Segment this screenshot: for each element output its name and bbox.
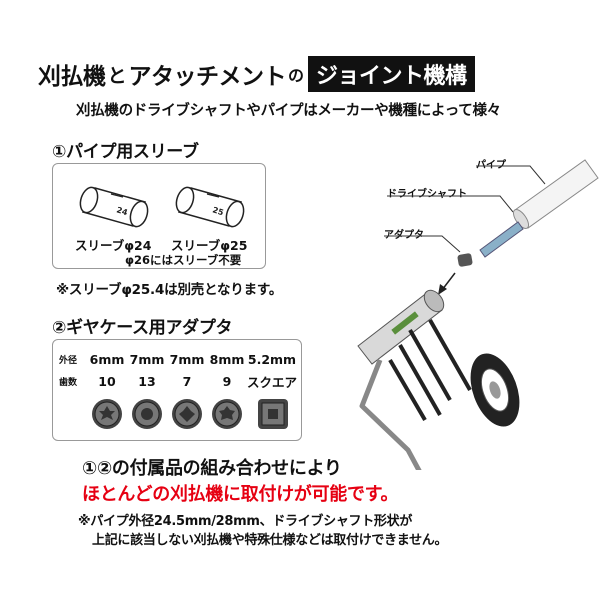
teeth-row-label: 歯数 [59, 377, 78, 388]
spline-7-icon [172, 399, 202, 429]
bottom-line-1: ①②の付属品の組み合わせにより [82, 458, 342, 479]
adapter-teeth-1: 10 [98, 373, 116, 389]
sleeve-25-icon [175, 186, 245, 228]
gear-housing-icon [357, 289, 445, 365]
cultivator-illustration [357, 159, 599, 470]
adapter-panel: 外径 6mm 7mm 7mm 8mm 5.2mm 歯数 10 13 7 9 スク… [52, 339, 302, 441]
pipe-icon [512, 159, 599, 229]
subtitle: 刈払機のドライブシャフトやパイプはメーカーや機種によって様々 [76, 103, 501, 119]
sleeve-25-mark: 25 [211, 205, 225, 217]
sleeve-illustration: 24 25 [79, 186, 245, 228]
bottom-line-2-highlight: ほとんどの刈払機に取付けが可能です。 [82, 484, 399, 505]
adapter-od-4: 8mm [209, 351, 245, 367]
handle-rod-icon [359, 359, 422, 470]
sleeve-24-label: スリーブφ24 [75, 238, 152, 253]
square-drive-icon [258, 399, 288, 429]
title-part-1: 刈払機 [38, 64, 106, 90]
adapter-od-2: 7mm [129, 351, 165, 367]
pipe-callout-line [476, 165, 546, 185]
adapter-teeth-4: 9 [222, 373, 232, 389]
sleeve-note-outside: ※スリーブφ25.4は別売となります。 [56, 282, 283, 298]
title-part-4: の [288, 66, 305, 85]
adapter-icon [457, 253, 473, 267]
spline-13-icon [132, 399, 162, 429]
adapter-teeth-2: 13 [138, 373, 156, 389]
adapter-callout-line [384, 235, 461, 253]
od-row-label: 外径 [59, 355, 78, 366]
section2-heading: ②ギヤケース用アダプタ [52, 318, 233, 338]
spline-9-icon [212, 399, 242, 429]
page-title: 刈払機 と アタッチメント の ジョイント機構 [38, 56, 475, 92]
adapter-od-5: 5.2mm [247, 351, 297, 367]
adapter-icons [92, 399, 288, 429]
spline-10-icon [92, 399, 122, 429]
tines-icon [388, 319, 472, 422]
drive-shaft-icon [479, 221, 524, 258]
sleeve-24-mark: 24 [115, 205, 129, 217]
footnote-line-2: 上記に該当しない刈払機や特殊仕様などは取付けできません。 [92, 533, 448, 548]
adapter-table: 外径 6mm 7mm 7mm 8mm 5.2mm 歯数 10 13 7 9 スク… [59, 348, 297, 392]
title-part-2: と [107, 64, 127, 87]
title-part-3: アタッチメント [128, 64, 287, 90]
adapter-teeth-5: スクエア [247, 374, 298, 390]
sleeve-note-inside: φ26にはスリーブ不要 [125, 253, 242, 267]
title-highlight-box: ジョイント機構 [308, 56, 475, 92]
sleeve-panel: 24 25 スリーブφ24 スリーブφ25 φ26にはスリーブ不要 [52, 163, 266, 269]
wheel-icon [470, 353, 520, 427]
sleeve-24-icon [79, 186, 149, 228]
section1-heading: ①パイプ用スリーブ [52, 142, 199, 162]
adapter-od-3: 7mm [169, 351, 205, 367]
shaft-callout-line [387, 195, 514, 213]
adapter-teeth-3: 7 [182, 373, 192, 389]
callout-shaft-label: ドライブシャフト [387, 189, 467, 200]
adapter-od-1: 6mm [89, 351, 125, 367]
arrow-down-left-icon [438, 272, 456, 295]
sleeve-25-label: スリーブφ25 [171, 238, 248, 253]
footnote-line-1: ※パイプ外径24.5mm/28mm、ドライブシャフト形状が [78, 514, 413, 529]
